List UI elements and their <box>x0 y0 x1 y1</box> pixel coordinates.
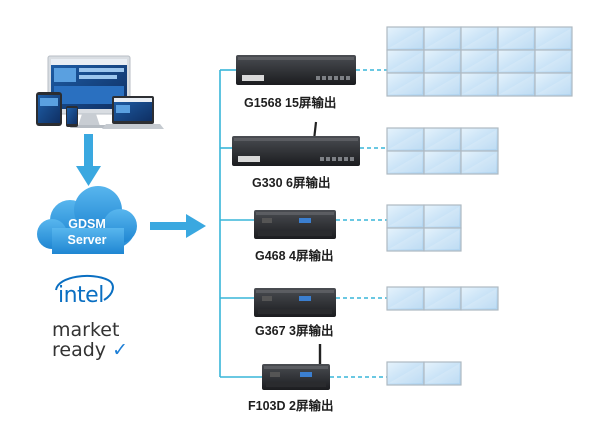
server-name-line2: Server <box>67 233 107 247</box>
device-g330 <box>220 121 387 166</box>
screen-tile <box>460 286 499 311</box>
screen-tile <box>423 227 462 252</box>
device-g1568 <box>220 55 387 85</box>
right-arrow <box>150 214 206 238</box>
down-arrow <box>76 134 101 186</box>
intel-market-text: market <box>52 319 120 341</box>
device-label-g1568: G1568 15屏输出 <box>244 96 337 110</box>
screen-tile <box>460 150 499 175</box>
device-g468 <box>220 210 387 239</box>
screen-wall-g330 <box>386 127 499 175</box>
screen-wall-g367 <box>386 286 499 311</box>
intel-brand: intel <box>58 283 104 308</box>
cloud-icon <box>37 186 137 254</box>
device-label-g468: G468 4屏输出 <box>255 249 334 263</box>
client-devices-illustration <box>36 55 164 129</box>
intel-ready-line: ready ✓ <box>52 340 128 360</box>
screen-tile <box>423 361 462 386</box>
devices-layer <box>220 55 387 390</box>
device-label-g330: G330 6屏输出 <box>252 176 331 190</box>
check-icon: ✓ <box>112 339 128 361</box>
screen-wall-g1568 <box>386 26 573 97</box>
screen-tile <box>534 72 573 97</box>
screen-wall-f103d <box>386 361 462 386</box>
intel-ready-text: ready <box>52 339 107 361</box>
device-f103d <box>220 344 387 390</box>
intel-logo <box>55 274 114 301</box>
device-label-g367: G367 3屏输出 <box>255 324 334 338</box>
device-g367 <box>220 288 387 317</box>
screen-wall-g468 <box>386 204 462 252</box>
server-name-line1: GDSM <box>68 217 106 231</box>
device-label-f103d: F103D 2屏输出 <box>248 399 334 413</box>
screen-walls-layer <box>386 26 573 386</box>
